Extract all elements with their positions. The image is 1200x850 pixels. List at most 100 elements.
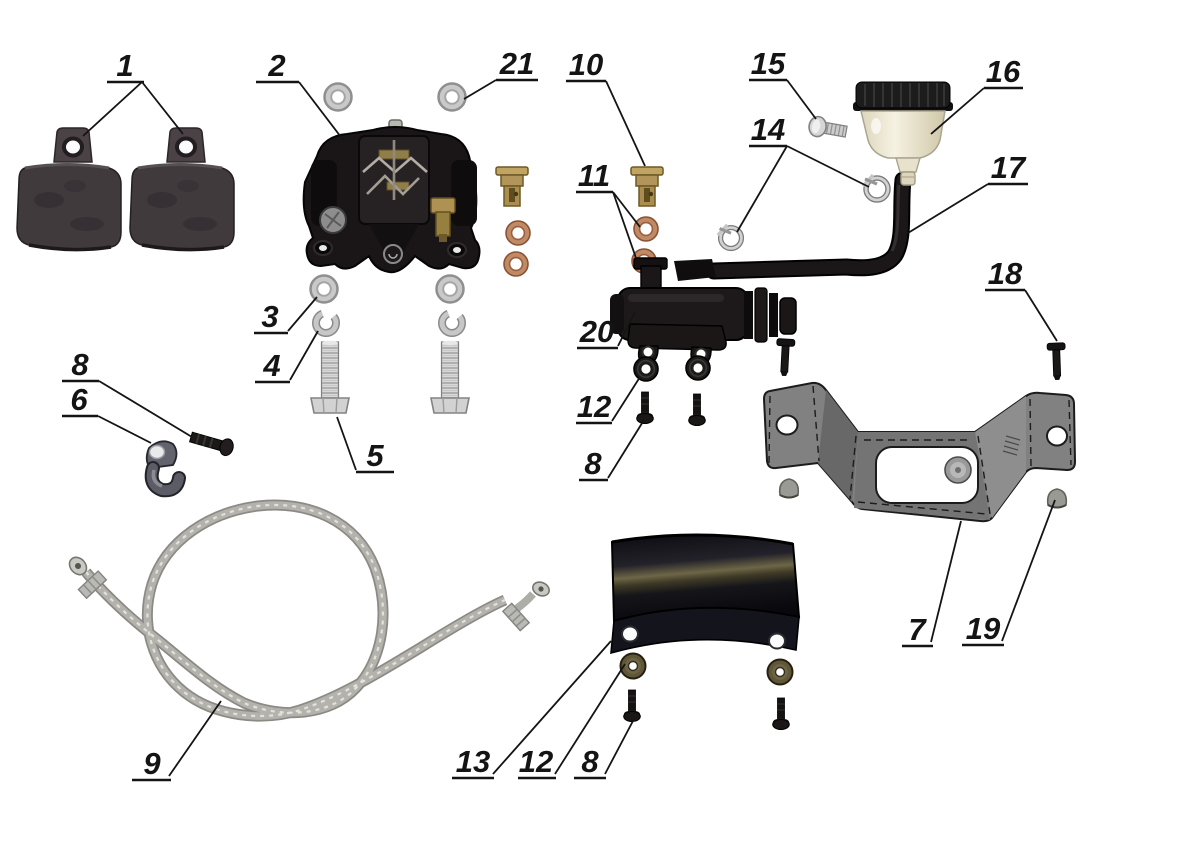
reservoir-hose xyxy=(705,171,912,280)
fluid-reservoir xyxy=(853,81,953,186)
callout-2: 2 xyxy=(256,48,345,142)
callout-12-guard: 12 xyxy=(518,663,626,780)
callout-9: 9 xyxy=(132,700,222,782)
leader-line xyxy=(1001,499,1056,642)
reservoir-hose-body xyxy=(707,173,910,278)
hose-crimp-right xyxy=(501,602,531,632)
copper-washer-2 xyxy=(503,251,529,277)
caliper-washer-top-left xyxy=(323,82,353,112)
callout-18: 18 xyxy=(985,256,1058,342)
callout-6: 6 xyxy=(62,382,152,444)
leader-line xyxy=(554,663,626,775)
callout-4: 4 xyxy=(255,330,319,384)
guard-screw-right xyxy=(772,697,790,731)
callout-15: 15 xyxy=(749,46,817,120)
callout-3: 3 xyxy=(254,296,318,335)
callout-number-pads: 1 xyxy=(116,48,133,83)
callout-number-flat-washer: 3 xyxy=(261,299,278,334)
callout-7: 7 xyxy=(902,520,962,648)
bracket-screw-right xyxy=(1046,342,1067,381)
mc-screw-left xyxy=(636,391,654,425)
leader-line xyxy=(289,330,319,381)
callout-number-cap: 19 xyxy=(966,611,1001,646)
callout-number-caliper-washer: 21 xyxy=(499,46,534,81)
master-cylinder xyxy=(610,257,797,367)
leader-line xyxy=(736,145,788,233)
callout-number-spring-washer: 4 xyxy=(262,348,280,383)
mc-grommet-right xyxy=(685,355,711,381)
brake-pad-right xyxy=(128,126,236,253)
callout-number-clips: 14 xyxy=(751,112,785,147)
callout-12-mc: 12 xyxy=(576,376,641,425)
leader-line xyxy=(97,415,152,444)
leader-line xyxy=(907,183,989,234)
flat-washer-left xyxy=(309,274,339,304)
callout-number-clamp: 6 xyxy=(70,382,88,417)
callout-8-clamp: 8 xyxy=(62,347,193,438)
leader-line xyxy=(617,311,636,347)
callout-1: 1 xyxy=(82,48,184,137)
callout-number-guard-screw: 8 xyxy=(581,744,599,779)
hose-crimp-left xyxy=(77,570,108,600)
callout-14: 14 xyxy=(736,112,870,233)
callout-20: 20 xyxy=(577,311,636,350)
leader-line xyxy=(298,81,345,142)
leader-line xyxy=(168,700,222,777)
leader-line xyxy=(611,376,641,422)
leader-line xyxy=(1024,289,1058,342)
callout-number-guard-washer: 12 xyxy=(519,744,553,779)
hose-clamp xyxy=(144,440,186,498)
callout-number-guard: 13 xyxy=(456,744,490,779)
guard-plate xyxy=(610,533,801,655)
callout-number-bracket-screw: 18 xyxy=(988,256,1023,291)
callout-8-guard: 8 xyxy=(574,718,635,780)
leader-line xyxy=(141,81,184,135)
banjo-bolt-right xyxy=(630,166,664,207)
mc-grommet-left xyxy=(633,356,659,382)
mc-screw-right xyxy=(688,393,706,427)
callout-number-reservoir-hose: 17 xyxy=(991,150,1027,185)
callout-17: 17 xyxy=(907,150,1028,234)
leader-line xyxy=(786,145,870,188)
guard-washer-right xyxy=(766,658,794,686)
leader-line xyxy=(336,416,357,471)
leader-line xyxy=(287,296,318,332)
callout-16: 16 xyxy=(930,54,1023,135)
callout-number-bracket: 7 xyxy=(908,612,927,647)
callout-10: 10 xyxy=(566,47,646,167)
brake-caliper xyxy=(302,119,481,274)
callout-number-banjo: 10 xyxy=(569,47,603,82)
callout-number-mc-screw: 8 xyxy=(584,446,602,481)
braided-brake-hose xyxy=(68,499,550,722)
bracket-screw-left xyxy=(774,338,796,377)
leader-line xyxy=(607,419,645,479)
copper-washer-1 xyxy=(505,220,531,246)
hose-eye-right xyxy=(532,581,550,597)
callout-number-mc-grommet: 12 xyxy=(577,389,611,424)
callout-number-reservoir: 16 xyxy=(986,54,1021,89)
callout-13: 13 xyxy=(452,640,612,780)
callout-8-mc: 8 xyxy=(579,419,645,482)
leader-line xyxy=(463,79,497,100)
guard-screw-left xyxy=(623,689,641,723)
leader-line xyxy=(612,191,637,259)
callout-5: 5 xyxy=(336,416,394,474)
caliper-washer-top-right xyxy=(437,82,467,112)
leader-line xyxy=(98,380,193,438)
reservoir-hose-highlight xyxy=(890,184,901,252)
caliper-bolt-right xyxy=(430,339,470,414)
caliper-bolt-left xyxy=(310,339,350,414)
callout-number-clamp-screw: 8 xyxy=(71,347,89,382)
callout-number-bolt: 5 xyxy=(366,438,384,473)
bracket-cap-left xyxy=(778,478,800,499)
leader-line xyxy=(492,640,612,775)
callout-21: 21 xyxy=(463,46,538,100)
spring-clip-lower xyxy=(718,225,742,249)
banjo-bolt-left xyxy=(495,166,529,207)
mounting-bracket xyxy=(762,381,1077,523)
callout-11: 11 xyxy=(576,158,641,259)
flat-washer-right xyxy=(435,274,465,304)
leader-line xyxy=(786,79,817,120)
leader-line xyxy=(612,191,641,228)
